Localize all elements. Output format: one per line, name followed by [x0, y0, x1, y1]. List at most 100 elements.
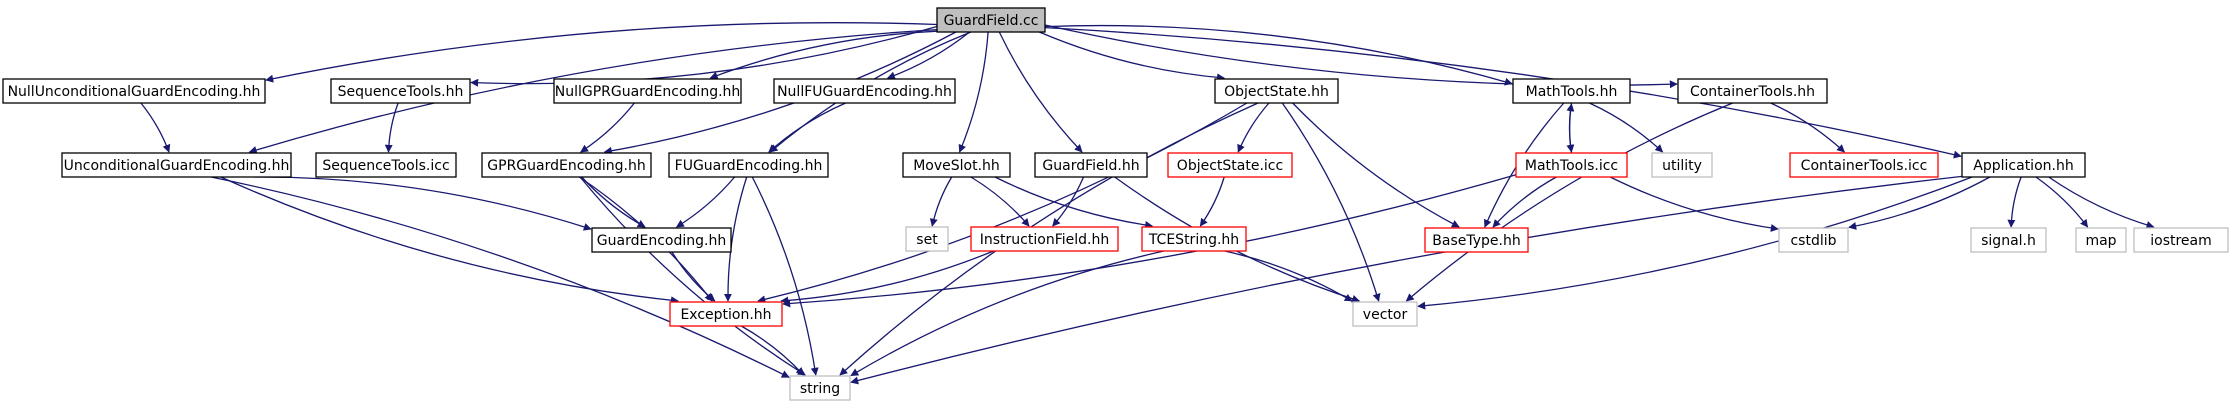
node-label: Application.hh	[1973, 158, 2073, 174]
node-box	[591, 227, 732, 253]
node-box	[905, 226, 949, 252]
edge-null_uncond-to-uncond	[140, 102, 171, 153]
node-label: SequenceTools.icc	[322, 158, 449, 174]
node-string[interactable]: string	[789, 375, 851, 401]
node-box	[1141, 226, 1247, 252]
node-label: InstructionField.hh	[980, 232, 1109, 248]
node-map[interactable]: map	[2075, 227, 2127, 253]
node-objstate-hh[interactable]: ObjectState.hh	[1214, 78, 1339, 104]
edge-tcestring-to-vector	[1224, 250, 1353, 302]
node-box	[2, 78, 266, 104]
edge-objstate_hh-to-string	[839, 102, 1259, 376]
edge-application-to-string	[850, 175, 1963, 385]
node-label: ContainerTools.hh	[1690, 84, 1815, 100]
edge-objstate_hh-to-vector	[1281, 102, 1381, 302]
node-box	[1515, 152, 1628, 178]
node-guardfield-hh[interactable]: GuardField.hh	[1034, 152, 1148, 178]
edge-guardfield_cc-to-uncond	[248, 28, 938, 154]
node-uncond[interactable]: UnconditionalGuardEncoding.hh	[61, 152, 292, 178]
node-contools-hh[interactable]: ContainerTools.hh	[1677, 78, 1828, 104]
node-label: MathTools.hh	[1526, 84, 1618, 100]
edge-exception-to-string	[740, 325, 805, 376]
node-mathtools-icc[interactable]: MathTools.icc	[1515, 152, 1628, 178]
node-iostream[interactable]: iostream	[2133, 227, 2229, 253]
edge-uncond-to-string	[210, 176, 790, 378]
node-box	[1789, 152, 1939, 178]
edge-guardfield_cc-to-nullfu	[886, 31, 971, 80]
node-nullgpr[interactable]: NullGPRGuardEncoding.hh	[553, 78, 742, 104]
edge-application-to-map	[2035, 176, 2089, 228]
node-label: ContainerTools.icc	[1801, 158, 1928, 174]
edge-moveslot-to-instrfield	[970, 176, 1030, 227]
edge-tcestring-to-string	[850, 250, 1165, 377]
node-label: vector	[1363, 307, 1408, 323]
node-box	[1352, 301, 1418, 327]
edge-guardfield_cc-to-null_uncond	[265, 22, 938, 83]
edge-fu-to-exception	[723, 176, 748, 302]
edge-guardenc-to-exception	[671, 251, 716, 302]
node-label: string	[800, 381, 840, 397]
edge-contools_hh-to-vector	[1405, 102, 1733, 302]
node-seqtools-hh[interactable]: SequenceTools.hh	[330, 78, 471, 104]
edge-guardfield_cc-to-mathtools_hh	[1044, 24, 1513, 86]
node-guardfield-cc[interactable]: GuardField.cc	[936, 7, 1046, 33]
edge-application-to-signal	[2007, 176, 2022, 228]
node-gpr[interactable]: GPRGuardEncoding.hh	[481, 152, 652, 178]
node-label: GuardField.cc	[944, 13, 1039, 29]
node-nullfu[interactable]: NullFUGuardEncoding.hh	[773, 78, 956, 104]
node-exception[interactable]: Exception.hh	[669, 301, 783, 327]
node-box	[1677, 78, 1828, 104]
node-box	[970, 226, 1119, 252]
node-box	[2075, 227, 2127, 253]
node-utility[interactable]: utility	[1651, 152, 1713, 178]
node-cstdlib[interactable]: cstdlib	[1778, 227, 1849, 253]
edge-seqtools_hh-to-seqtools_icc	[384, 102, 399, 153]
node-box	[1970, 227, 2047, 253]
node-application[interactable]: Application.hh	[1961, 152, 2086, 178]
node-label: cstdlib	[1790, 233, 1836, 249]
node-box	[1034, 152, 1148, 178]
edge-application-to-iostream	[2048, 176, 2155, 229]
node-box	[902, 152, 1011, 178]
node-label: MoveSlot.hh	[913, 158, 1000, 174]
node-signal[interactable]: signal.h	[1970, 227, 2047, 253]
node-fu[interactable]: FUGuardEncoding.hh	[668, 152, 829, 178]
node-null-uncond[interactable]: NullUnconditionalGuardEncoding.hh	[2, 78, 266, 104]
node-box	[668, 152, 829, 178]
node-vector[interactable]: vector	[1352, 301, 1418, 327]
node-box	[1214, 78, 1339, 104]
node-mathtools-hh[interactable]: MathTools.hh	[1512, 78, 1631, 104]
node-guardenc[interactable]: GuardEncoding.hh	[591, 227, 732, 253]
node-label: NullFUGuardEncoding.hh	[777, 84, 952, 100]
node-basetype[interactable]: BaseType.hh	[1424, 227, 1529, 253]
node-instrfield[interactable]: InstructionField.hh	[970, 226, 1119, 252]
node-box	[61, 152, 292, 178]
node-contools-icc[interactable]: ContainerTools.icc	[1789, 152, 1939, 178]
node-tcestring[interactable]: TCEString.hh	[1141, 226, 1247, 252]
node-label: FUGuardEncoding.hh	[675, 158, 823, 174]
node-label: ObjectState.hh	[1224, 84, 1329, 100]
edge-application-to-vector	[1417, 176, 1973, 310]
node-moveslot[interactable]: MoveSlot.hh	[902, 152, 1011, 178]
edge-guardfield_hh-to-instrfield	[1052, 176, 1085, 227]
edge-guardfield_cc-to-gpr	[603, 31, 957, 155]
node-label: map	[2085, 233, 2116, 249]
edge-guardfield_cc-to-moveslot	[958, 31, 989, 153]
edge-application-to-cstdlib	[1848, 176, 1991, 230]
node-label: Exception.hh	[680, 307, 771, 323]
edge-moveslot-to-tcestring	[994, 176, 1154, 229]
edge-mathtools_icc-to-cstdlib	[1609, 176, 1779, 232]
node-box	[1651, 152, 1713, 178]
node-seqtools-icc[interactable]: SequenceTools.icc	[315, 152, 457, 178]
node-box	[481, 152, 652, 178]
edge-objstate_hh-to-basetype	[1292, 102, 1460, 228]
node-label: MathTools.icc	[1525, 158, 1618, 174]
edge-guardfield_cc-to-objstate_hh	[1039, 31, 1225, 82]
edge-guardfield_cc-to-application	[1044, 26, 1962, 159]
node-set[interactable]: set	[905, 226, 949, 252]
node-box	[789, 375, 851, 401]
node-label: UnconditionalGuardEncoding.hh	[64, 158, 290, 174]
edge-guardfield_cc-to-nullgpr	[709, 30, 938, 80]
node-objstate-icc[interactable]: ObjectState.icc	[1167, 152, 1293, 178]
